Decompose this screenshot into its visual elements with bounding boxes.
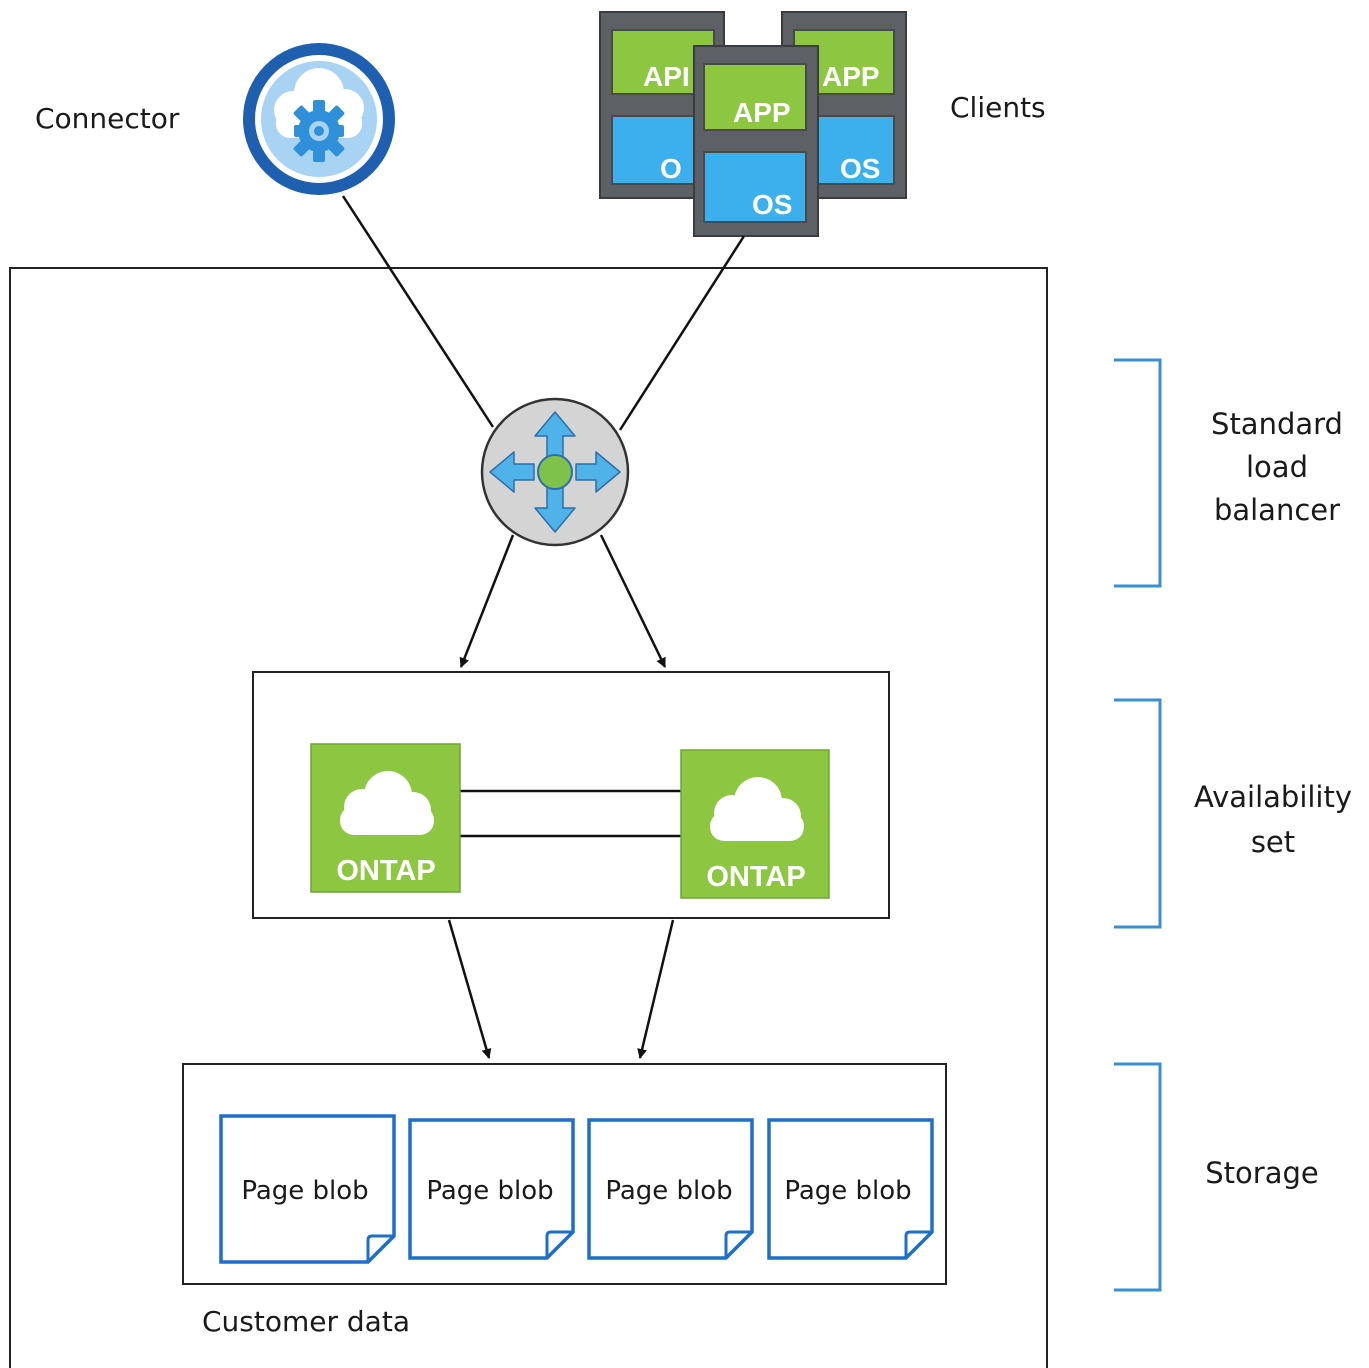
ontap-node-2: ONTAP — [680, 749, 830, 899]
ontap-cloud-icon — [710, 777, 804, 841]
page-blob-4: Page blob — [767, 1118, 934, 1260]
lb-to-avail-arrow-right — [599, 534, 667, 668]
customer-data-label: Customer data — [202, 1305, 410, 1338]
ontap-label: ONTAP — [706, 861, 805, 893]
clients-label: Clients — [950, 91, 1046, 124]
load-balancer-icon — [480, 397, 630, 547]
ontap-label: ONTAP — [336, 855, 435, 887]
storage-label: Storage — [1205, 1156, 1318, 1190]
standard-lb-label-line2: load — [1246, 450, 1308, 484]
page-blob-3: Page blob — [587, 1118, 754, 1260]
gear-icon — [293, 100, 345, 162]
client-tile-center: APP OS — [693, 45, 819, 237]
availability-set-bracket — [1114, 698, 1162, 929]
lb-to-avail-arrow-left — [459, 534, 515, 668]
avail-to-storage-arrow-left — [447, 919, 492, 1059]
page-blob-1: Page blob — [219, 1114, 396, 1264]
storage-bracket — [1114, 1062, 1162, 1292]
page-blob-label: Page blob — [426, 1176, 553, 1206]
outer-boundary — [9, 267, 1048, 1368]
standard-lb-label-line3: balancer — [1214, 493, 1340, 527]
ontap-cloud-icon — [340, 771, 434, 835]
page-blob-label: Page blob — [784, 1176, 911, 1206]
app-label: API — [643, 61, 690, 92]
page-blob-label: Page blob — [241, 1176, 368, 1206]
clients-to-lb-line — [618, 235, 746, 431]
page-blob-2: Page blob — [408, 1118, 575, 1260]
ontap-node-1: ONTAP — [310, 743, 461, 893]
load-balancer-bracket — [1114, 358, 1162, 588]
app-label: APP — [822, 61, 880, 92]
avail-to-storage-arrow-right — [637, 919, 675, 1059]
connector-icon — [243, 43, 395, 195]
availability-set-label-line2: set — [1251, 825, 1295, 859]
availability-set-label-line1: Availability — [1194, 780, 1352, 814]
os-label: OS — [752, 189, 792, 220]
connector-to-lb-line — [341, 195, 495, 428]
standard-lb-label-line1: Standard — [1211, 407, 1343, 441]
page-blob-label: Page blob — [605, 1176, 732, 1206]
os-label: O — [660, 153, 682, 184]
app-label: APP — [733, 97, 791, 128]
os-label: OS — [840, 153, 880, 184]
connector-label: Connector — [35, 102, 180, 135]
clients-icon: API O APP OS APP OS — [599, 11, 907, 237]
